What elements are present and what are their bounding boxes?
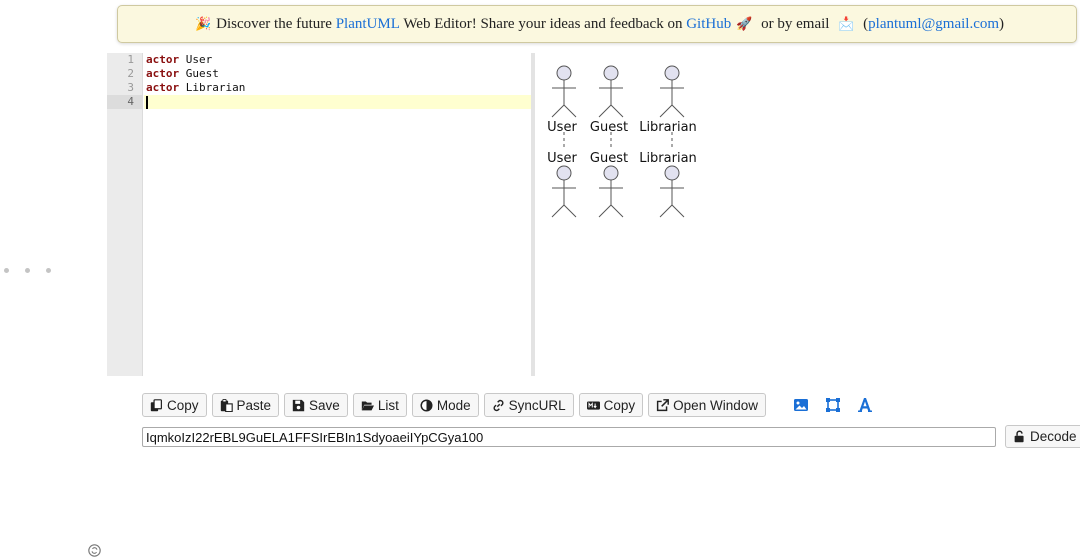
line-number: 3 [127, 81, 134, 94]
copy-markdown-button[interactable]: Copy [578, 393, 644, 417]
contrast-icon [420, 398, 433, 412]
actor-label-guest-bottom: Guest [590, 151, 628, 166]
handle-dot [46, 268, 51, 273]
line-number-active: 4 [107, 95, 142, 109]
banner-text-after: or by email [757, 15, 834, 32]
email-link[interactable]: plantuml@gmail.com [868, 15, 1000, 32]
actor-figure-guest-top [598, 65, 624, 118]
code-line[interactable]: actor Librarian [144, 81, 531, 95]
mail-icon: 📩 [838, 16, 855, 32]
mode-button-label: Mode [436, 397, 471, 413]
copy-icon [150, 398, 162, 411]
save-button-label: Save [309, 397, 340, 413]
actor-figure-guest-bottom [598, 165, 624, 218]
svg-export-button[interactable] [821, 393, 845, 417]
actor-label-librarian-top: Librarian [639, 120, 697, 135]
handle-dot [25, 268, 30, 273]
handle-dot [4, 268, 9, 273]
banner-paren-close: ) [999, 15, 1005, 32]
paste-icon [220, 398, 233, 412]
open-window-button-label: Open Window [673, 397, 758, 413]
copy-markdown-button-label: Copy [603, 397, 636, 413]
actor-figure-user-bottom [551, 165, 577, 218]
actor-label-user-bottom: User [547, 151, 577, 166]
panel-drag-handle[interactable] [4, 268, 51, 273]
announcement-banner: 🎉 Discover the future PlantUML Web Edito… [117, 5, 1077, 43]
party-icon: 🎉 [194, 16, 212, 32]
decode-button[interactable]: Decode [1005, 425, 1080, 448]
actor-label-guest-top: Guest [590, 120, 628, 135]
open-window-button[interactable]: Open Window [648, 393, 766, 417]
code-text: Librarian [179, 81, 246, 94]
keyword: actor [146, 67, 180, 80]
actor-figure-librarian-top [659, 65, 685, 118]
line-number-gutter: 1 2 3 4 [107, 53, 143, 376]
editor-toolbar: Copy Paste Save List Mode SyncURL Copy O… [142, 393, 877, 417]
mode-button[interactable]: Mode [411, 393, 479, 417]
unlock-icon [1014, 430, 1024, 443]
syncurl-button[interactable]: SyncURL [483, 393, 574, 417]
code-text: Guest [179, 67, 219, 80]
line-number: 1 [127, 53, 134, 66]
syncurl-button-label: SyncURL [508, 397, 566, 413]
code-line[interactable]: actor User [144, 53, 531, 67]
markdown-icon [586, 400, 600, 410]
link-icon [493, 399, 504, 411]
image-icon [793, 399, 808, 411]
vector-icon [825, 398, 840, 412]
actor-label-user-top: User [547, 120, 577, 135]
save-button[interactable]: Save [284, 393, 348, 417]
actor-figure-user-top [551, 65, 577, 118]
save-icon [292, 399, 305, 411]
actor-label-librarian-bottom: Librarian [639, 151, 697, 166]
external-link-icon [657, 398, 670, 411]
decode-button-label: Decode [1030, 429, 1077, 444]
banner-text-before: Discover the future [216, 15, 336, 32]
text-cursor [146, 95, 148, 109]
keyword: actor [146, 53, 180, 66]
github-link[interactable]: GitHub [686, 15, 732, 32]
copy-button[interactable]: Copy [142, 393, 207, 417]
code-editor[interactable]: 1 2 3 4 actor User actor Guest actor Lib… [107, 53, 531, 376]
editor-preview-splitter[interactable] [531, 53, 535, 376]
png-export-button[interactable] [789, 393, 813, 417]
font-icon [857, 398, 872, 412]
keyword: actor [146, 81, 180, 94]
code-line-active[interactable] [144, 95, 531, 109]
line-number: 2 [127, 67, 134, 80]
plantuml-link[interactable]: PlantUML [335, 15, 400, 32]
ascii-export-button[interactable] [853, 393, 877, 417]
list-button[interactable]: List [352, 393, 407, 417]
code-line[interactable]: actor Guest [144, 67, 531, 81]
paste-button-label: Paste [236, 397, 272, 413]
folder-open-icon [361, 400, 374, 410]
list-button-label: List [377, 397, 399, 413]
banner-text-middle: Web Editor! Share your ideas and feedbac… [399, 15, 687, 32]
code-text: User [179, 53, 213, 66]
rocket-icon: 🚀 [736, 16, 753, 32]
paste-button[interactable]: Paste [211, 393, 280, 417]
refresh-badge-icon[interactable] [88, 544, 101, 557]
actor-figure-librarian-bottom [659, 165, 685, 218]
encoded-url-input[interactable] [142, 427, 996, 447]
diagram-preview: User Guest Librarian User Guest Libraria… [547, 65, 697, 218]
banner-paren-open: ( [859, 15, 869, 32]
code-area[interactable]: actor User actor Guest actor Librarian [144, 53, 531, 109]
copy-button-label: Copy [167, 397, 199, 413]
